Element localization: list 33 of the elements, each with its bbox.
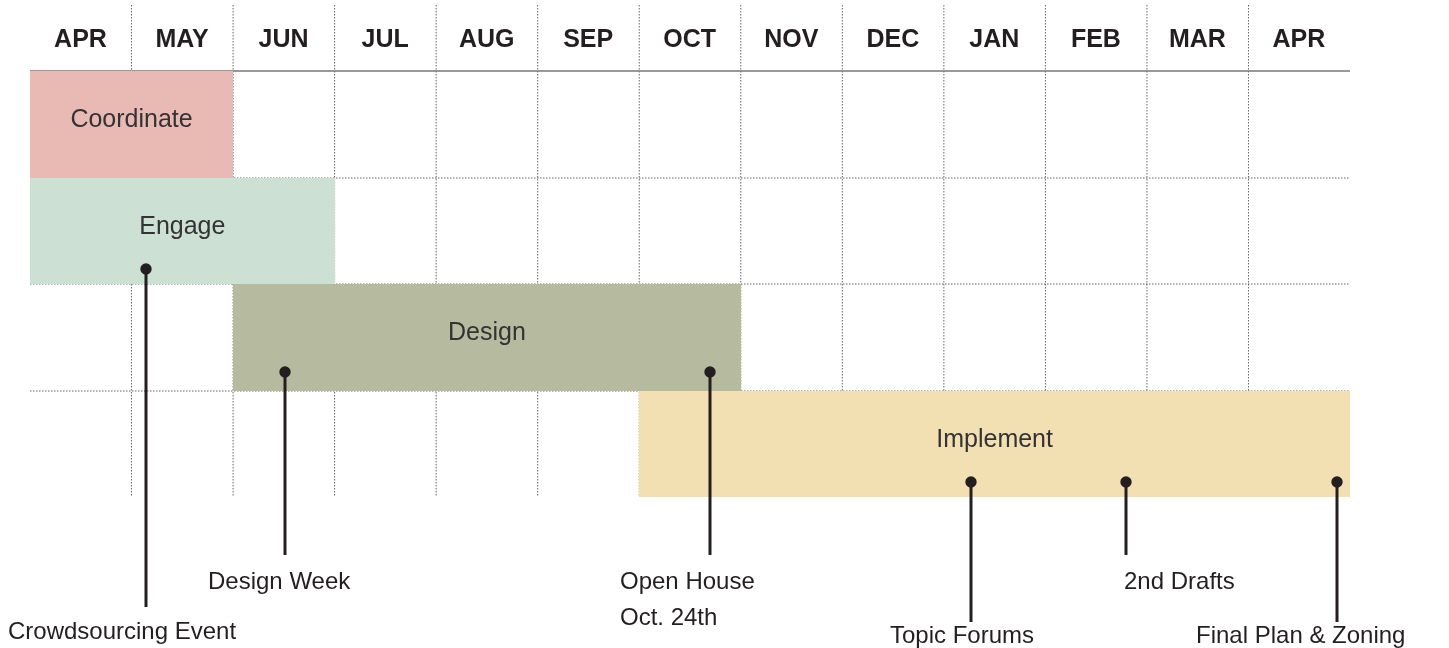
milestone-label: Open House Oct. 24th	[620, 563, 790, 635]
month-label: APR	[53, 23, 108, 54]
month-label: SEP	[562, 23, 615, 54]
leader-line	[1120, 476, 1132, 555]
month-label: AUG	[457, 23, 516, 54]
month-label: JUL	[360, 23, 410, 54]
leader-line	[140, 263, 152, 607]
leader-line	[704, 366, 716, 555]
phase-label: Engage	[139, 210, 226, 241]
month-label: MAY	[154, 23, 210, 54]
month-label: MAR	[1167, 23, 1227, 54]
milestone-label: Final Plan & Zoning	[1196, 617, 1449, 648]
month-label: DEC	[865, 23, 921, 54]
month-label: JUN	[257, 23, 310, 54]
phase-bar	[233, 284, 741, 391]
phase-label: Implement	[936, 423, 1053, 454]
milestone-label: Crowdsourcing Event	[8, 613, 268, 648]
month-label: NOV	[763, 23, 820, 54]
leader-line	[965, 476, 977, 622]
phase-label: Coordinate	[70, 103, 193, 134]
phase-bar	[639, 391, 1350, 497]
milestone-label: 2nd Drafts	[1124, 563, 1284, 599]
leader-line	[1331, 476, 1343, 622]
month-label: JAN	[968, 23, 1021, 54]
phase-bar	[30, 71, 234, 178]
milestone-label: Topic Forums	[890, 617, 1090, 648]
month-label: APR	[1271, 23, 1327, 54]
phase-label: Design	[448, 316, 526, 347]
phase-bar	[30, 178, 335, 284]
milestone-label: Design Week	[208, 563, 408, 599]
month-label: OCT	[662, 23, 718, 54]
leader-line	[279, 366, 291, 555]
month-label: FEB	[1069, 23, 1122, 54]
